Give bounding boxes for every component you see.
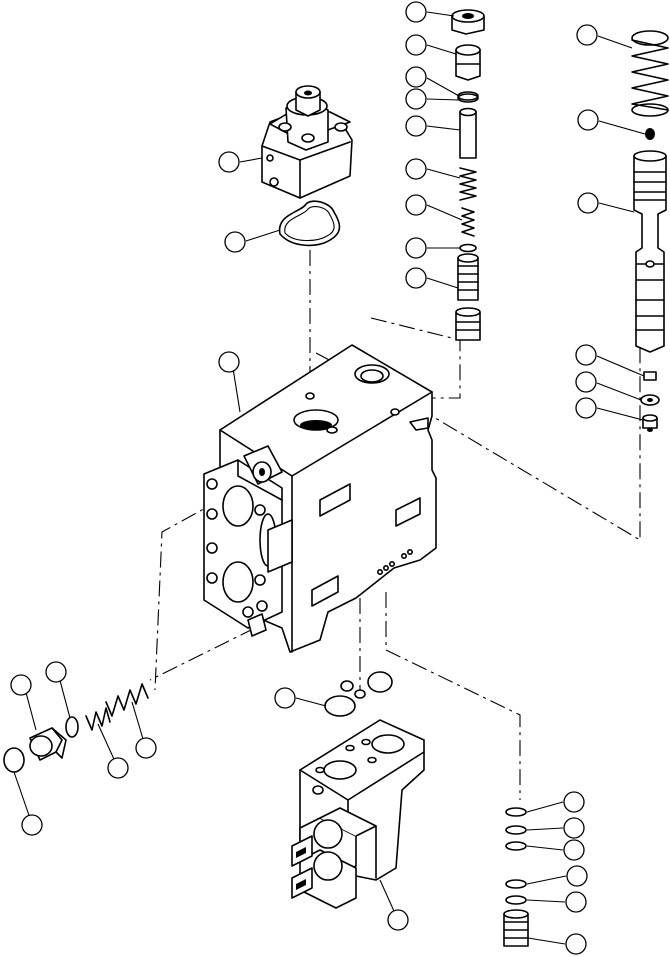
left-parts: [3, 683, 149, 773]
callout-br-oring-3: [563, 839, 585, 861]
lower-orings-parts: [324, 671, 393, 717]
callout-left-plug-2: [45, 661, 67, 683]
callout-br-oring-5: [565, 891, 587, 913]
top-cover-part: [261, 85, 353, 199]
top-gasket-part: [279, 200, 341, 247]
callout-right-spring: [576, 24, 598, 46]
callout-lower-orings: [274, 687, 296, 709]
callout-br-oring-2: [563, 817, 585, 839]
spool-stack-parts: [451, 9, 485, 341]
callout-right-ball: [577, 109, 599, 131]
lower-section-part: [291, 719, 425, 909]
callout-left-plug-1: [10, 674, 32, 696]
callout-spool-sleeve: [405, 115, 427, 137]
right-spool-parts: [631, 30, 669, 432]
leader-lines: [13, 11, 646, 945]
callout-spool-spring-2: [405, 194, 427, 216]
callout-spool-spring-1: [405, 158, 427, 180]
callout-bubbles: [10, 1, 599, 955]
callout-lower-section: [387, 909, 409, 931]
callout-br-oring-1: [563, 791, 585, 813]
callout-br-plug: [565, 933, 587, 955]
callout-top-cover: [218, 151, 240, 173]
callout-top-gasket: [224, 231, 246, 253]
callout-spool-plug: [405, 34, 427, 56]
callout-right-spool: [577, 192, 599, 214]
callout-right-nut: [575, 344, 597, 366]
callout-spool-poppet: [405, 267, 427, 289]
callout-valve-body: [218, 351, 240, 373]
callout-spool-cap: [405, 1, 427, 23]
valve-body-part: [203, 344, 437, 653]
callout-spool-oring-3: [405, 237, 427, 259]
callout-spool-oring-1: [405, 66, 427, 88]
callout-left-oring: [21, 814, 43, 836]
callout-br-oring-4: [566, 865, 588, 887]
callout-spool-oring-2: [405, 88, 427, 110]
callout-left-spring-1: [107, 757, 129, 779]
callout-right-screw: [575, 397, 597, 419]
callout-right-washer: [575, 371, 597, 393]
bottom-right-parts: [503, 807, 529, 947]
callout-left-spring-2: [135, 737, 157, 759]
